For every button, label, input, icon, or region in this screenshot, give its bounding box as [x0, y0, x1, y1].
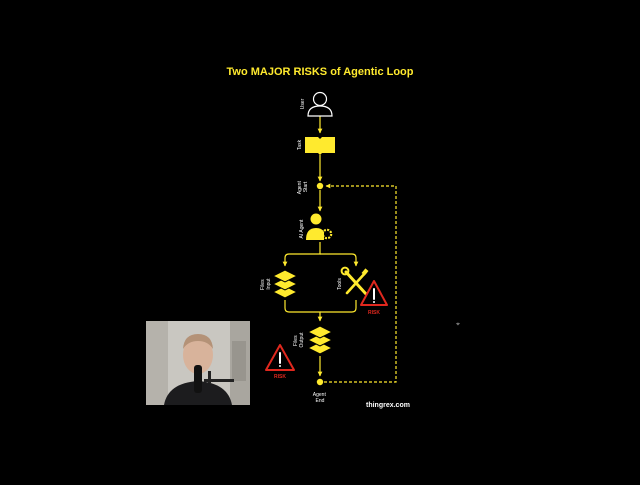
- ai-agent-gear-icon: [306, 213, 333, 240]
- label-files-output: Files Output: [293, 332, 305, 348]
- credit-link: thingrex.com: [366, 402, 410, 409]
- label-files-output-line2: Output: [299, 332, 305, 348]
- label-files-input: Files Input: [260, 278, 272, 290]
- label-agent-end-line1: Agent: [313, 392, 327, 398]
- label-user: User: [300, 98, 306, 109]
- label-files-input-line1: Files: [260, 279, 266, 290]
- agent-start-node: [316, 182, 324, 190]
- connector-tools-merge: [320, 300, 357, 313]
- mouse-cursor-icon: ⌖: [456, 321, 460, 328]
- label-task: Task: [297, 139, 303, 150]
- presenter-webcam: [146, 321, 250, 405]
- label-files-input-line2: Input: [266, 278, 272, 290]
- tools-icon: [340, 266, 369, 296]
- label-agent-end-line2: End: [316, 398, 325, 404]
- loop-back-connector: [324, 183, 397, 383]
- connector-agent-split: [282, 242, 321, 267]
- presenter-webcam-icon: [146, 321, 250, 405]
- label-tools: Tools: [337, 278, 343, 290]
- risk-label-tools: RISK: [368, 310, 380, 316]
- files-output-layers-icon: [306, 325, 334, 355]
- task-book-icon: [305, 137, 335, 155]
- user-icon: [307, 91, 333, 117]
- label-agent-end: Agent End: [313, 392, 327, 404]
- risk-warning-icon-output: [265, 344, 295, 371]
- agent-end-node: [316, 378, 324, 386]
- label-agent-start: Agent Start: [297, 180, 309, 194]
- risk-warning-icon-tools: [360, 280, 388, 306]
- label-ai-agent: AI Agent: [299, 219, 305, 239]
- label-agent-start-line2: Start: [303, 181, 309, 192]
- flow-connectors: [282, 116, 359, 377]
- risk-label-output: RISK: [274, 374, 286, 380]
- connector-files-input-merge: [284, 300, 323, 322]
- connector-agent-tools: [320, 253, 359, 267]
- label-agent-start-line1: Agent: [297, 181, 303, 195]
- files-input-layers-icon: [271, 269, 299, 299]
- diagram-title: Two MAJOR RISKS of Agentic Loop: [226, 66, 414, 78]
- label-files-output-line1: Files: [293, 335, 299, 346]
